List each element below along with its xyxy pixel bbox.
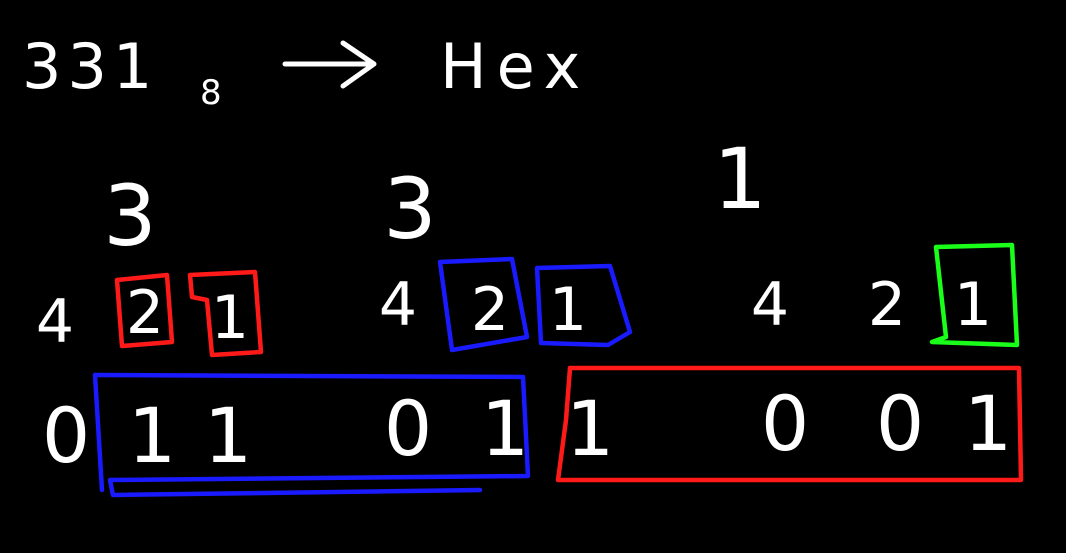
weight-highlight-box xyxy=(929,242,1020,348)
weight-label: 2 xyxy=(126,278,164,348)
octal-digit-3: 1 xyxy=(713,130,766,228)
weight-label: 1 xyxy=(211,283,249,353)
title-target: Hex xyxy=(440,30,590,103)
weight-label: 2 xyxy=(868,270,906,340)
weights-group-2: 4 2 1 xyxy=(379,270,587,345)
title-base-subscript: 8 xyxy=(200,73,222,113)
weights-group-1: 4 2 1 xyxy=(36,278,249,357)
bit: 1 xyxy=(128,391,176,480)
weight-highlight-box xyxy=(114,272,175,349)
bit-group-box xyxy=(92,372,105,493)
octal-digit-2: 3 xyxy=(383,160,436,258)
title-number: 331 xyxy=(22,30,158,103)
bit: 0 xyxy=(384,384,432,473)
octal-digit-1: 3 xyxy=(103,167,156,265)
octal-digits: 3 3 1 xyxy=(103,130,766,265)
right-arrow-icon xyxy=(282,40,377,89)
bit: 1 xyxy=(204,391,252,480)
bit: 0 xyxy=(761,379,809,468)
weight-label: 1 xyxy=(954,270,992,340)
weight-label: 1 xyxy=(549,275,587,345)
bit-group-box xyxy=(555,365,1024,483)
weight-label: 2 xyxy=(471,275,509,345)
bit-group-box xyxy=(92,372,531,498)
leading-bit: 0 xyxy=(42,391,90,480)
weight-label: 4 xyxy=(751,270,789,340)
weight-highlights xyxy=(114,242,1020,358)
weight-label: 4 xyxy=(36,287,74,357)
weight-label: 4 xyxy=(379,270,417,340)
bit: 1 xyxy=(481,384,529,473)
bit: 0 xyxy=(876,379,924,468)
weight-highlight-box xyxy=(187,269,264,358)
bit: 1 xyxy=(566,384,614,473)
title: 331 8 Hex xyxy=(22,30,590,113)
bit-group-boxes xyxy=(92,365,1024,498)
weights-group-3: 4 2 1 xyxy=(751,270,992,340)
binary-bits: 0 1 1 0 1 1 0 0 1 xyxy=(42,379,1012,480)
bit: 1 xyxy=(964,379,1012,468)
weight-highlight-box xyxy=(534,263,633,348)
weight-highlight-box xyxy=(437,256,530,353)
